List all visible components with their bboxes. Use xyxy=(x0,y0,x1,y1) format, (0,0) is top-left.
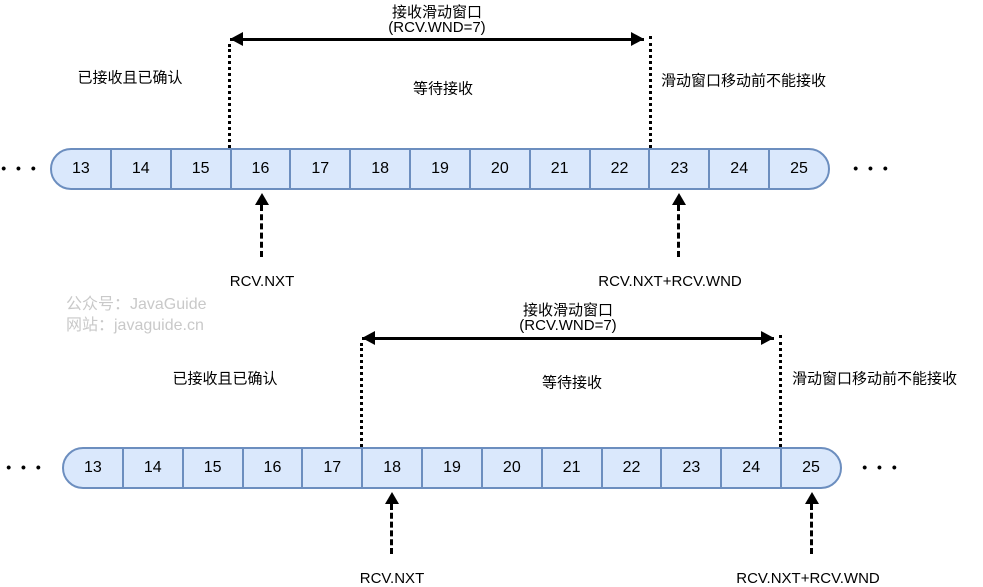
rcv-nxt-pointer-arrow xyxy=(385,492,399,554)
ellipsis-left: • • • xyxy=(6,459,44,475)
window-span-arrow xyxy=(362,331,774,345)
sequence-cell: 24 xyxy=(710,150,771,188)
sequence-cell: 14 xyxy=(124,449,184,487)
sequence-cell: 21 xyxy=(543,449,603,487)
sequence-cell: 23 xyxy=(662,449,723,487)
rcv-nxt-plus-wnd-pointer-arrow xyxy=(805,492,819,554)
ellipsis-right: • • • xyxy=(862,459,900,475)
sequence-cell: 13 xyxy=(52,150,112,188)
ellipsis-right: • • • xyxy=(853,160,891,176)
sequence-cell: 25 xyxy=(790,160,808,177)
sequence-cell: 15 xyxy=(172,150,232,188)
watermark-line2: 网站：javaguide.cn xyxy=(66,317,204,334)
sequence-cell: 18 xyxy=(351,150,412,188)
sequence-cell: 17 xyxy=(291,150,352,188)
sequence-cell: 21 xyxy=(531,150,591,188)
window-span-arrow xyxy=(230,32,644,46)
window-left-boundary-line xyxy=(228,44,231,148)
sequence-cell: 14 xyxy=(112,150,172,188)
waiting-receive-label: 等待接收 xyxy=(541,374,603,392)
sequence-cell: 16 xyxy=(244,449,304,487)
window-size-label: (RCV.WND=7) xyxy=(519,317,617,334)
cannot-receive-label: 滑动窗口移动前不能接收 xyxy=(792,370,958,388)
sequence-cell: 22 xyxy=(603,449,663,487)
rcv-nxt-label: RCV.NXT xyxy=(229,273,295,290)
window-size-label: (RCV.WND=7) xyxy=(388,19,486,36)
sequence-cell: 24 xyxy=(722,449,783,487)
sequence-cell: 15 xyxy=(184,449,244,487)
rcv-nxt-plus-wnd-label: RCV.NXT+RCV.WND xyxy=(736,570,880,587)
sequence-cell: 23 xyxy=(650,150,711,188)
sequence-cell: 20 xyxy=(471,150,531,188)
window-title: 接收滑动窗口 xyxy=(522,302,614,319)
received-acked-label: 已接收且已确认 xyxy=(77,69,183,87)
sequence-cell: 25 xyxy=(802,459,820,476)
received-acked-label: 已接收且已确认 xyxy=(172,370,278,388)
window-right-boundary-line xyxy=(779,335,782,447)
rcv-nxt-plus-wnd-pointer-arrow xyxy=(672,193,686,257)
sequence-cell: 19 xyxy=(411,150,471,188)
watermark: 公众号：JavaGuide 网站：javaguide.cn xyxy=(66,294,207,336)
ellipsis-left: • • • xyxy=(1,160,39,176)
sequence-cell: 20 xyxy=(483,449,543,487)
sequence-cell: 13 xyxy=(64,449,124,487)
watermark-line1: 公众号：JavaGuide xyxy=(66,296,207,313)
sequence-cell: 17 xyxy=(303,449,364,487)
cannot-receive-label: 滑动窗口移动前不能接收 xyxy=(661,72,827,90)
waiting-receive-label: 等待接收 xyxy=(412,80,474,98)
sequence-cell: 19 xyxy=(423,449,483,487)
window-right-boundary-line xyxy=(649,36,652,148)
sequence-cell: 18 xyxy=(363,449,424,487)
rcv-nxt-pointer-arrow xyxy=(255,193,269,257)
window-title: 接收滑动窗口 xyxy=(391,4,483,21)
sequence-cell: 16 xyxy=(232,150,292,188)
rcv-nxt-label: RCV.NXT xyxy=(359,570,425,587)
sequence-cell: 22 xyxy=(591,150,651,188)
window-left-boundary-line xyxy=(360,343,363,447)
rcv-nxt-plus-wnd-label: RCV.NXT+RCV.WND xyxy=(598,273,742,290)
